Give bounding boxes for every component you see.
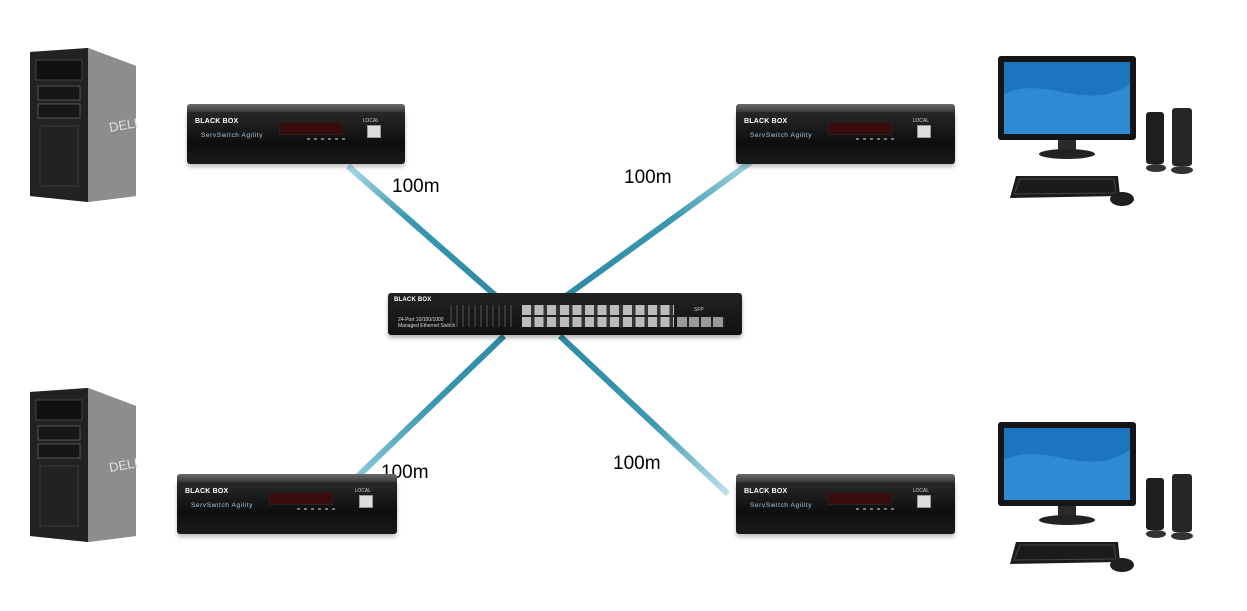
status-leds bbox=[297, 508, 337, 510]
display-window bbox=[828, 492, 892, 505]
desktop-monitor-icon bbox=[998, 422, 1136, 525]
keyboard-icon bbox=[1010, 176, 1120, 198]
cable-top-left bbox=[346, 163, 498, 299]
kvm-extender-top-left: BLACK BOX ServSwitch Agility LOCAL bbox=[187, 104, 405, 164]
tower-pc-icon: DELL bbox=[30, 48, 138, 202]
tower-pc-icon: DELL bbox=[30, 388, 138, 542]
desktop-monitor-icon bbox=[998, 56, 1136, 159]
display-window bbox=[828, 122, 892, 135]
speaker-icon bbox=[1146, 474, 1193, 540]
rj45-port-icon bbox=[367, 125, 381, 138]
brand-logo: BLACK BOX bbox=[744, 488, 788, 495]
local-port-label: LOCAL bbox=[362, 118, 379, 124]
cable-bottom-right bbox=[557, 333, 731, 497]
speaker-icon bbox=[1146, 108, 1193, 174]
cable-bottom-left bbox=[353, 333, 507, 481]
sfp-ports-icon bbox=[677, 317, 725, 327]
local-port-label: LOCAL bbox=[912, 118, 929, 124]
kvm-extender-bottom-left: BLACK BOX ServSwitch Agility LOCAL bbox=[177, 474, 397, 534]
ethernet-switch: BLACK BOX 24-Port 10/100/1000 Managed Et… bbox=[388, 293, 742, 335]
link-label-top-right: 100m bbox=[624, 167, 672, 188]
sfp-label: SFP bbox=[694, 307, 704, 313]
display-window bbox=[269, 492, 333, 505]
switch-brand-logo: BLACK BOX bbox=[394, 297, 432, 303]
switch-model-line2: Managed Ethernet Switch bbox=[398, 323, 456, 329]
mouse-icon bbox=[1110, 192, 1134, 206]
brand-logo: BLACK BOX bbox=[744, 118, 788, 125]
status-leds bbox=[856, 508, 896, 510]
svg-text:DELL: DELL bbox=[108, 455, 138, 475]
link-label-bottom-right: 100m bbox=[613, 453, 661, 474]
mouse-icon bbox=[1110, 558, 1134, 572]
rj45-port-icon bbox=[917, 495, 931, 508]
product-name: ServSwitch Agility bbox=[201, 132, 264, 139]
switch-ports-icon bbox=[522, 305, 674, 327]
link-label-top-left: 100m bbox=[392, 176, 440, 197]
display-window bbox=[279, 122, 343, 135]
product-name: ServSwitch Agility bbox=[750, 132, 813, 139]
cable-top-right bbox=[564, 151, 764, 299]
switch-model-line1: 24-Port 10/100/1000 bbox=[398, 317, 444, 323]
rj45-port-icon bbox=[917, 125, 931, 138]
status-leds bbox=[856, 138, 896, 140]
kvm-extender-top-right: BLACK BOX ServSwitch Agility LOCAL bbox=[736, 104, 955, 164]
status-leds bbox=[307, 138, 347, 140]
svg-text:DELL: DELL bbox=[108, 115, 138, 135]
product-name: ServSwitch Agility bbox=[750, 502, 813, 509]
switch-status-leds bbox=[450, 305, 512, 327]
rj45-port-icon bbox=[359, 495, 373, 508]
product-name: ServSwitch Agility bbox=[191, 502, 254, 509]
switch-model-text: 24-Port 10/100/1000 Managed Ethernet Swi… bbox=[398, 317, 455, 329]
local-port-label: LOCAL bbox=[912, 488, 929, 494]
keyboard-icon bbox=[1010, 542, 1120, 564]
local-port-label: LOCAL bbox=[354, 488, 371, 494]
kvm-extender-bottom-right: BLACK BOX ServSwitch Agility LOCAL bbox=[736, 474, 955, 534]
brand-logo: BLACK BOX bbox=[185, 488, 229, 495]
brand-logo: BLACK BOX bbox=[195, 118, 239, 125]
